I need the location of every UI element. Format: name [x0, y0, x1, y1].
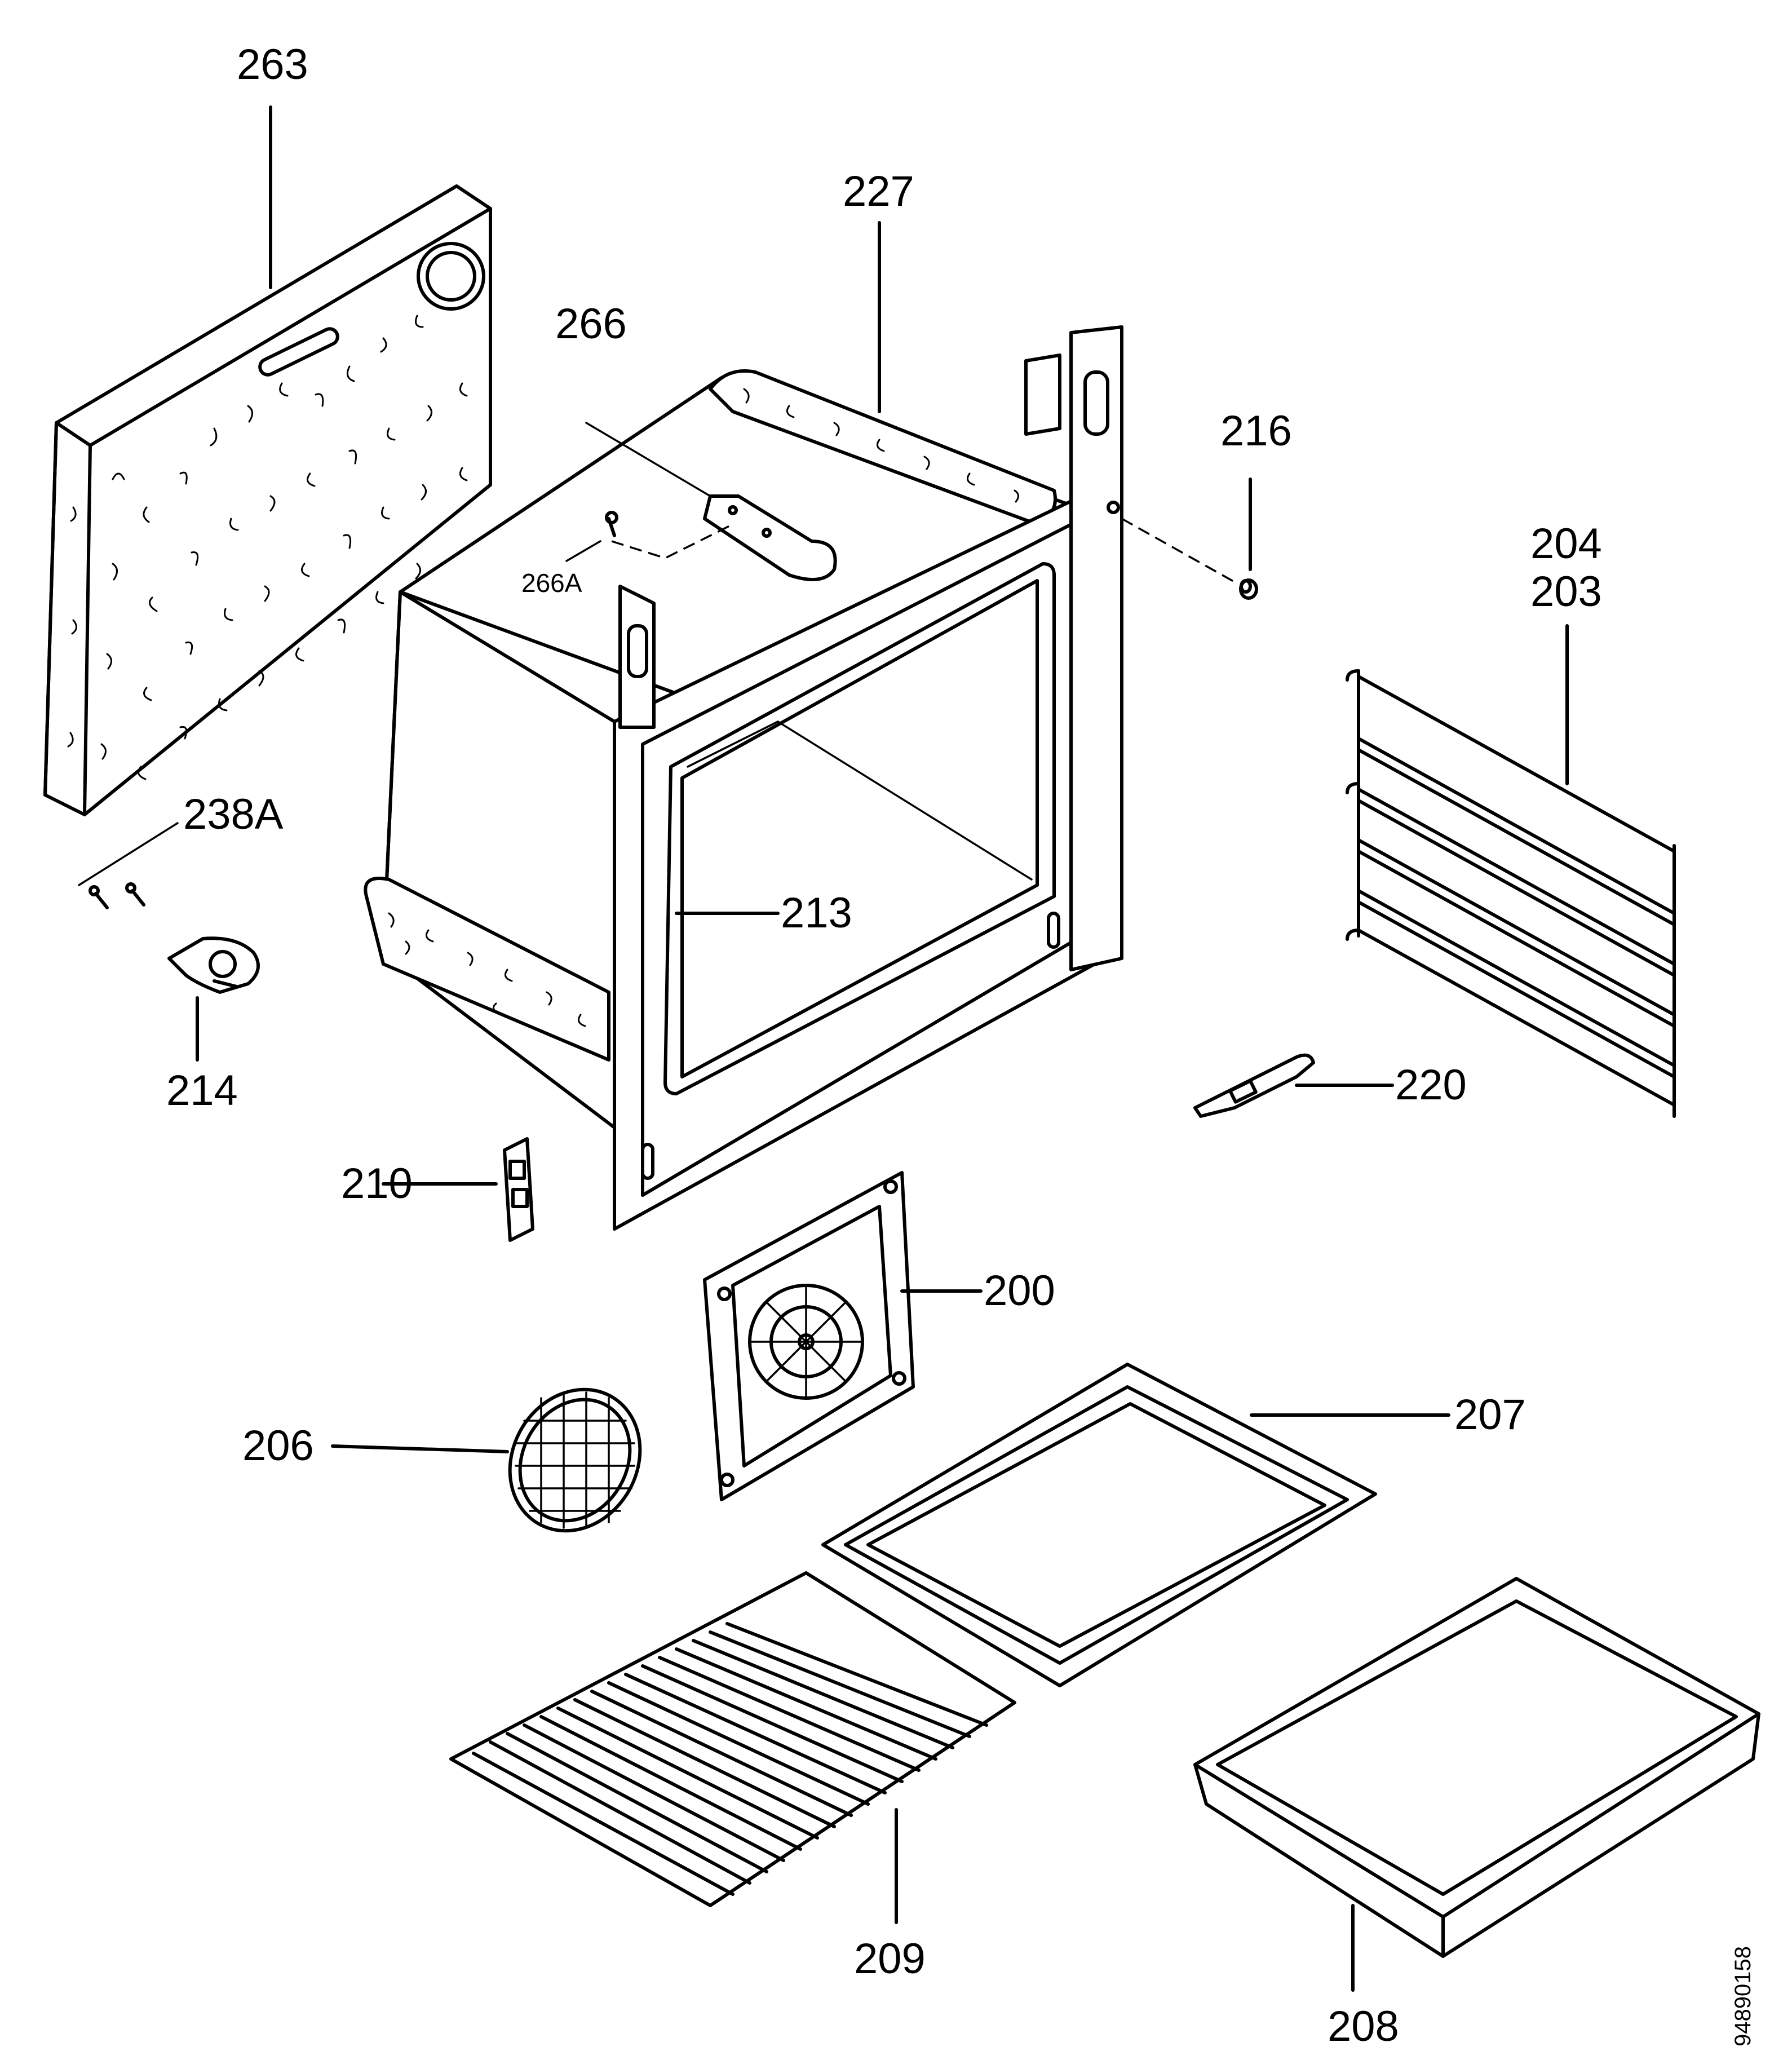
- screws-238a: [89, 882, 145, 909]
- label-209: 209: [854, 1935, 926, 1983]
- fan-cover-200: [703, 1171, 915, 1501]
- label-216: 216: [1220, 407, 1292, 455]
- label-208: 208: [1328, 2002, 1399, 2050]
- top-bracket: [703, 494, 837, 581]
- label-213: 213: [781, 889, 852, 937]
- wire-shelf-209: [449, 1571, 1016, 1907]
- label-207: 207: [1454, 1391, 1526, 1439]
- bush-216: [1239, 578, 1258, 600]
- label-214: 214: [166, 1067, 238, 1115]
- label-204: 204: [1530, 520, 1602, 568]
- label-263: 263: [237, 41, 308, 89]
- label-238a: 238A: [183, 790, 284, 838]
- lamp-holder-214: [167, 936, 260, 994]
- leader-lines: [78, 105, 1569, 1992]
- label-200: 200: [984, 1267, 1055, 1315]
- label-227: 227: [843, 167, 914, 215]
- label-266: 266: [555, 300, 627, 348]
- label-206: 206: [242, 1422, 314, 1470]
- clip-210: [503, 1137, 534, 1242]
- roasting-pan-208: [1193, 1577, 1760, 1958]
- drawing-number: 94890158: [1731, 1946, 1755, 2046]
- label-210: 210: [341, 1160, 413, 1208]
- hinge-220: [1193, 1053, 1315, 1118]
- screw-266a: [605, 511, 618, 537]
- side-shelf-support: [1346, 669, 1676, 1118]
- part-labels: 263 227 266 266A 216 204 203 238A 213 21…: [166, 41, 1755, 2050]
- fan-grille-206: [508, 1387, 642, 1533]
- baking-tray-207: [821, 1363, 1377, 1687]
- rear-insulation-panel: [43, 184, 492, 816]
- label-220: 220: [1395, 1061, 1467, 1109]
- label-266a: 266A: [521, 568, 582, 598]
- label-203: 203: [1530, 568, 1602, 616]
- oven-cavity: [364, 325, 1123, 1231]
